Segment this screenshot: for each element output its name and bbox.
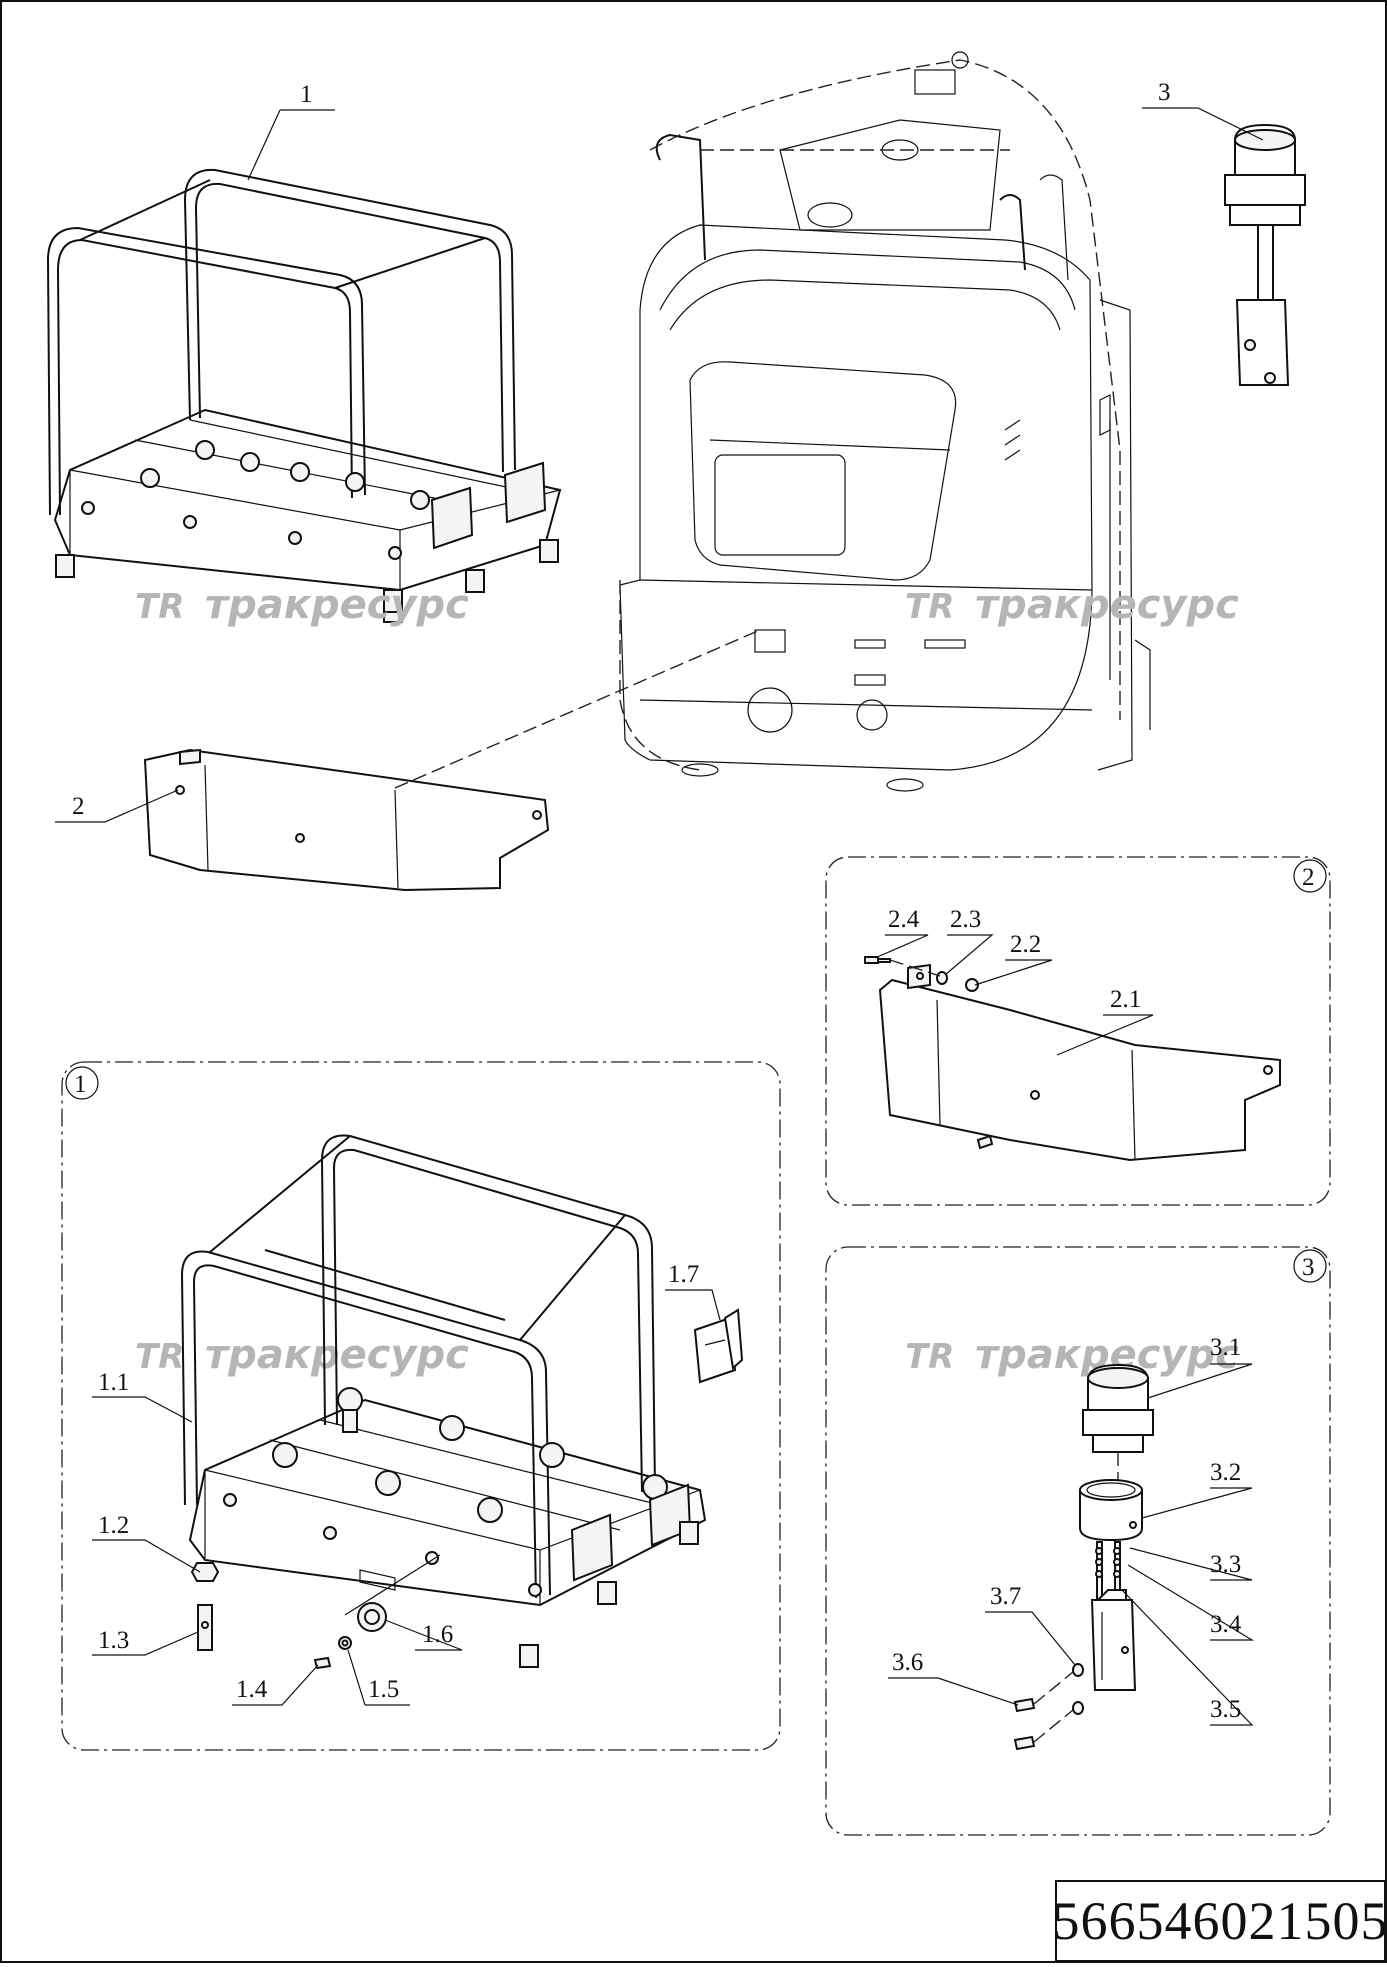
label-3-7: 3.7	[985, 1583, 1075, 1665]
svg-text:3.1: 3.1	[1210, 1334, 1241, 1361]
svg-text:3.4: 3.4	[1210, 1611, 1242, 1638]
svg-text:3.6: 3.6	[892, 1649, 923, 1676]
svg-text:1.7: 1.7	[668, 1261, 699, 1288]
detail-view-1: 1	[62, 1062, 780, 1750]
label-3-3: 3.3	[1130, 1548, 1252, 1580]
svg-text:1.6: 1.6	[422, 1621, 453, 1648]
svg-text:2.3: 2.3	[950, 906, 981, 933]
label-1-3: 1.3	[92, 1627, 198, 1655]
svg-text:1.1: 1.1	[98, 1369, 129, 1396]
watermark-3: TR тракресурс	[135, 1332, 469, 1378]
label-2-4: 2.4	[875, 906, 928, 958]
label-1-4: 1.4	[232, 1665, 318, 1705]
svg-text:1: 1	[74, 1071, 87, 1098]
svg-text:3: 3	[1302, 1254, 1315, 1281]
svg-text:TR: TR	[135, 587, 184, 627]
svg-text:2: 2	[1302, 864, 1315, 891]
label-3-6: 3.6	[888, 1649, 1018, 1705]
label-1-7: 1.7	[665, 1261, 720, 1320]
svg-text:тракресурс: тракресурс	[975, 582, 1239, 628]
svg-text:3.7: 3.7	[990, 1583, 1021, 1610]
watermark-4: TR тракресурс	[905, 1332, 1239, 1378]
svg-text:1.3: 1.3	[98, 1627, 129, 1654]
svg-text:1.5: 1.5	[368, 1676, 399, 1703]
main-label-1: 1	[248, 81, 335, 180]
main-label-3: 3	[1142, 79, 1263, 140]
truck-body-outline	[620, 52, 1150, 791]
svg-text:2.4: 2.4	[888, 906, 920, 933]
svg-text:TR: TR	[905, 587, 954, 627]
socket-main-view	[1225, 125, 1305, 385]
svg-text:1.4: 1.4	[236, 1676, 268, 1703]
svg-text:3.2: 3.2	[1210, 1459, 1241, 1486]
svg-text:3: 3	[1158, 79, 1171, 106]
label-1-2: 1.2	[92, 1512, 200, 1572]
svg-text:2.2: 2.2	[1010, 931, 1041, 958]
label-2-3: 2.3	[945, 906, 992, 975]
svg-text:тракресурс: тракресурс	[205, 582, 469, 628]
label-1-5: 1.5	[348, 1650, 410, 1705]
svg-text:3.3: 3.3	[1210, 1551, 1241, 1578]
watermark-2: TR тракресурс	[905, 582, 1239, 628]
svg-text:3.5: 3.5	[1210, 1696, 1241, 1723]
cradle-main-view	[48, 170, 560, 622]
svg-text:1: 1	[300, 81, 313, 108]
label-3-2: 3.2	[1142, 1459, 1252, 1518]
document-code: 566546021505	[1053, 1890, 1387, 1952]
detail-view-2: 2 2.1 2.2 2.3 2.4	[826, 857, 1330, 1205]
svg-text:1.2: 1.2	[98, 1512, 129, 1539]
watermark-1: TR тракресурс	[135, 582, 469, 628]
cover-main-view	[145, 750, 548, 890]
label-1-6: 1.6	[385, 1620, 462, 1650]
svg-text:TR: TR	[135, 1337, 184, 1377]
svg-text:2.1: 2.1	[1110, 986, 1141, 1013]
svg-text:2: 2	[72, 793, 85, 820]
document-code-box: 566546021505	[1055, 1880, 1386, 1962]
svg-text:TR: TR	[905, 1337, 954, 1377]
